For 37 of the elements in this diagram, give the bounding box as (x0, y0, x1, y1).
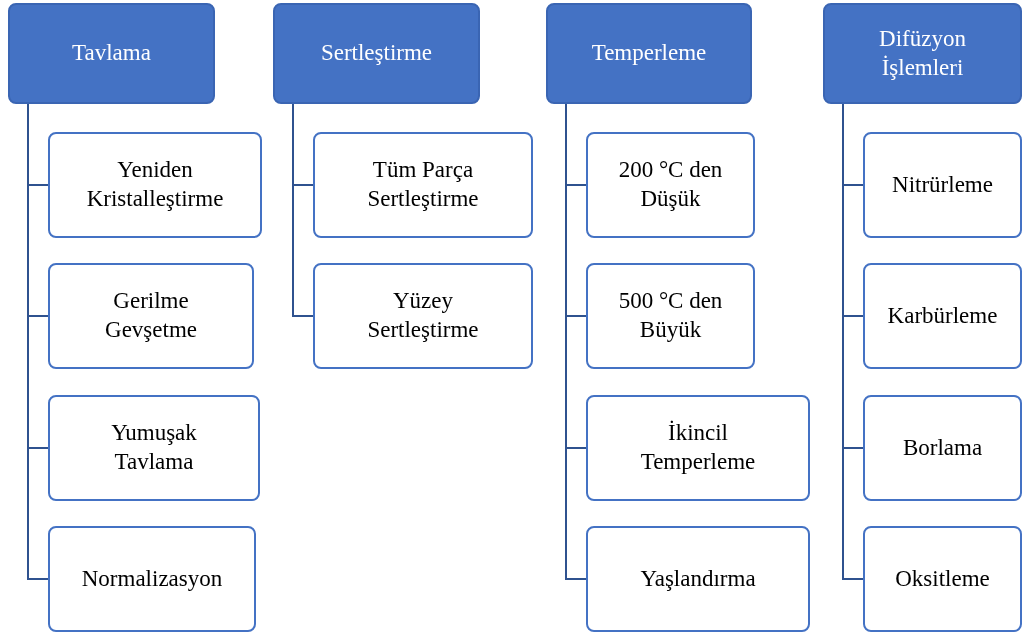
category-box (8, 3, 215, 104)
process-box (48, 526, 256, 632)
process-box (586, 132, 755, 238)
box-label: Nitrürleme (892, 170, 993, 199)
process-box (48, 395, 260, 501)
category-box (823, 3, 1022, 104)
process-box (586, 395, 810, 501)
category-box (546, 3, 752, 104)
box-label: Difüzyon İşlemleri (878, 24, 967, 82)
box-label: Yeniden Kristalleştirme (85, 156, 225, 213)
box-label: 500 °C den Büyük (617, 287, 724, 344)
box-label: Karbürleme (887, 301, 998, 330)
process-box (313, 263, 533, 369)
box-label: Tüm Parça Sertleştirme (366, 156, 480, 213)
process-box (863, 395, 1022, 501)
process-box (48, 263, 254, 369)
box-label: 200 °C den Düşük (617, 156, 724, 213)
box-label: Gerilme Gevşetme (104, 287, 198, 344)
box-label: Borlama (902, 433, 983, 462)
process-box (313, 132, 533, 238)
process-box (586, 263, 755, 369)
box-label: Tavlama (72, 39, 151, 68)
box-label: Yumuşak Tavlama (110, 419, 198, 476)
box-label: İkincil Temperleme (639, 419, 757, 476)
box-label: Sertleştirme (320, 39, 433, 68)
box-label: Yaşlandırma (640, 564, 756, 593)
process-box (48, 132, 262, 238)
process-box (863, 526, 1022, 632)
category-box (273, 3, 480, 104)
process-box (586, 526, 810, 632)
box-label: Yüzey Sertleştirme (366, 287, 480, 344)
box-label: Temperleme (591, 39, 707, 68)
box-label: Normalizasyon (81, 564, 223, 593)
box-label: Oksitleme (895, 564, 990, 593)
connector-line (292, 103, 314, 317)
process-box (863, 263, 1022, 369)
process-box (863, 132, 1022, 238)
